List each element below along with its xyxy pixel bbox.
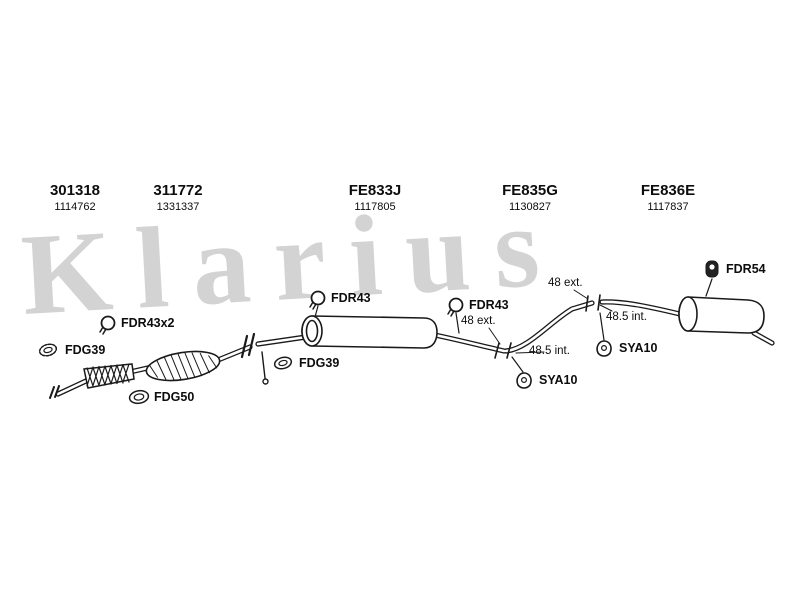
part-ref: 1117837 [647,201,689,213]
part-ref: 1117805 [354,201,396,213]
label-48-ext-right: 48 ext. [548,277,583,289]
part-code: 311772 [153,182,203,199]
label-485-int-right: 48.5 int. [606,311,647,323]
label-fdr43-mid: FDR43 [331,291,371,305]
hanger-rod [261,351,269,385]
flex-pipe-section [83,363,135,389]
label-485-int-mid: 48.5 int. [529,345,570,357]
gasket-icon-fdg39-left [38,343,58,357]
centre-silencer [301,315,438,349]
label-sya10-lower: SYA10 [539,373,578,387]
flange-joint [240,332,256,359]
clamp-icon-fdr43-right [447,297,464,317]
label-48-ext-mid: 48 ext. [461,315,496,327]
catalytic-converter [145,350,221,382]
gasket-icon-fdg39-mid [273,356,293,370]
label-fdr43-right: FDR43 [469,298,509,312]
label-fdg50: FDG50 [154,390,195,404]
label-fdg39-mid: FDG39 [299,356,340,370]
front-pipe-flange [49,385,60,399]
rubber-mount-icon-sya10-lower [516,372,532,389]
hanger-icon-fdr54 [705,260,719,278]
part-code: FE833J [348,182,402,199]
dimension-leaders [488,289,613,354]
part-code: FE835G [502,182,558,199]
part-ref: 1130827 [508,201,552,213]
label-fdr54: FDR54 [726,262,766,276]
icon-stems [314,278,713,373]
part-code: 301318 [49,182,101,199]
label-fdr43x2: FDR43x2 [121,316,175,330]
rubber-mount-icon-sya10-upper [596,340,612,357]
gasket-icon-fdg50 [128,389,150,405]
rear-silencer [678,296,765,334]
label-sya10-upper: SYA10 [619,341,658,355]
clamp-icon-fdr43x2 [99,315,116,335]
part-ref: 1114762 [54,201,96,213]
clamp-icon-fdr43-mid [309,290,326,310]
part-code: FE836E [640,182,696,199]
part-ref: 1331337 [156,201,200,213]
sleeve-joint-mid [494,342,512,359]
label-fdg39-left: FDG39 [65,343,106,357]
